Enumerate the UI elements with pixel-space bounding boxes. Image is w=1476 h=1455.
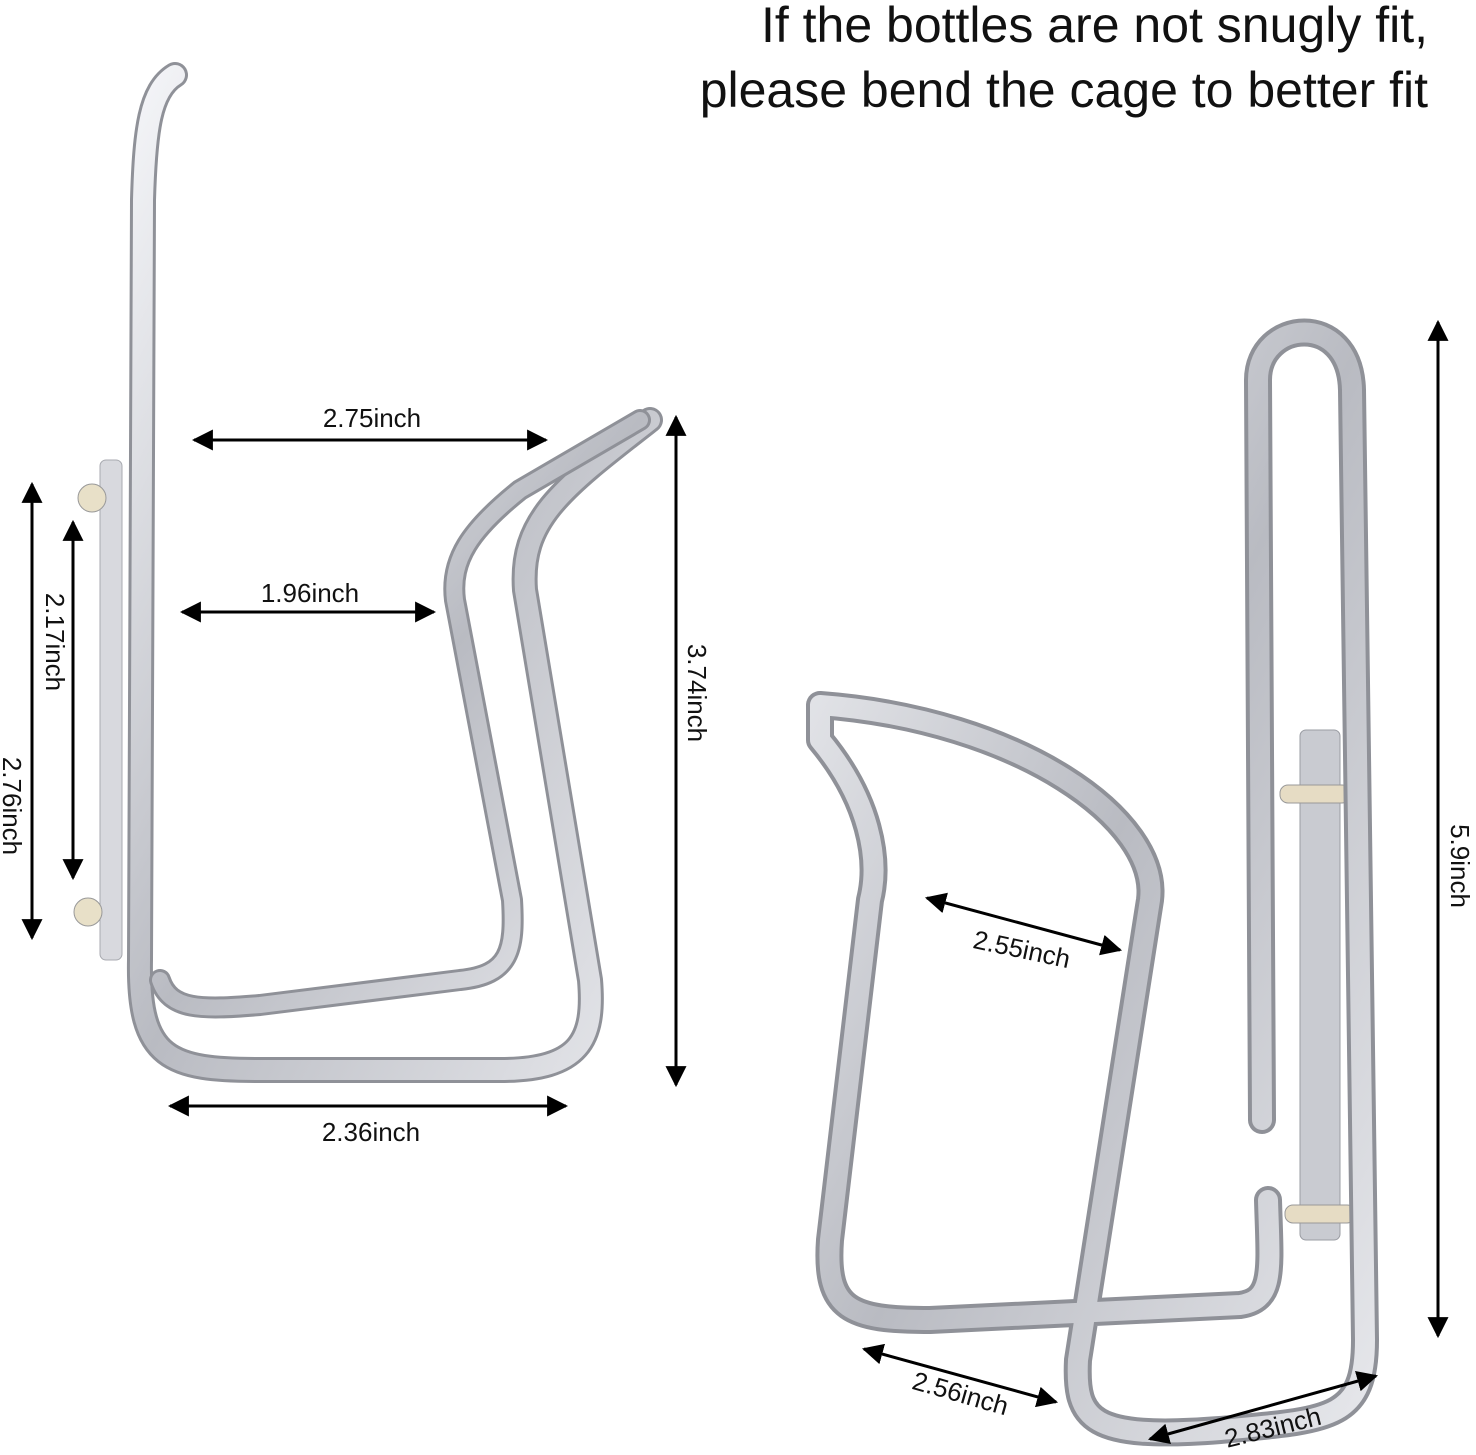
bolt-icon bbox=[77, 483, 107, 513]
arrow-base-depth bbox=[861, 1343, 1059, 1408]
label-left-height: 3.74inch bbox=[682, 644, 712, 742]
label-base-width: 2.83inch bbox=[1221, 1401, 1324, 1454]
arrow-opening bbox=[924, 892, 1123, 956]
label-inner-width: 1.96inch bbox=[261, 578, 359, 608]
arrow-base-width bbox=[1147, 1370, 1379, 1445]
left-mount-plate bbox=[99, 459, 123, 961]
label-bolt-outer: 2.76inch bbox=[0, 757, 27, 855]
label-bottom-width: 2.36inch bbox=[322, 1117, 420, 1147]
bolt-icon bbox=[1279, 784, 1351, 804]
right-bottle-cage bbox=[806, 318, 1379, 1447]
right-mount-plate bbox=[1299, 729, 1341, 1241]
label-right-height: 5.9inch bbox=[1445, 824, 1475, 908]
label-top-width: 2.75inch bbox=[323, 403, 421, 433]
bolt-icon bbox=[1284, 1204, 1356, 1224]
left-bottle-cage bbox=[73, 62, 663, 1083]
label-bolt-inner: 2.17inch bbox=[40, 593, 70, 691]
title-line-1: If the bottles are not snugly fit, bbox=[761, 0, 1428, 53]
bolt-icon bbox=[73, 897, 103, 927]
label-base-depth: 2.56inch bbox=[909, 1365, 1012, 1421]
title-line-2: please bend the cage to better fit bbox=[700, 62, 1428, 118]
